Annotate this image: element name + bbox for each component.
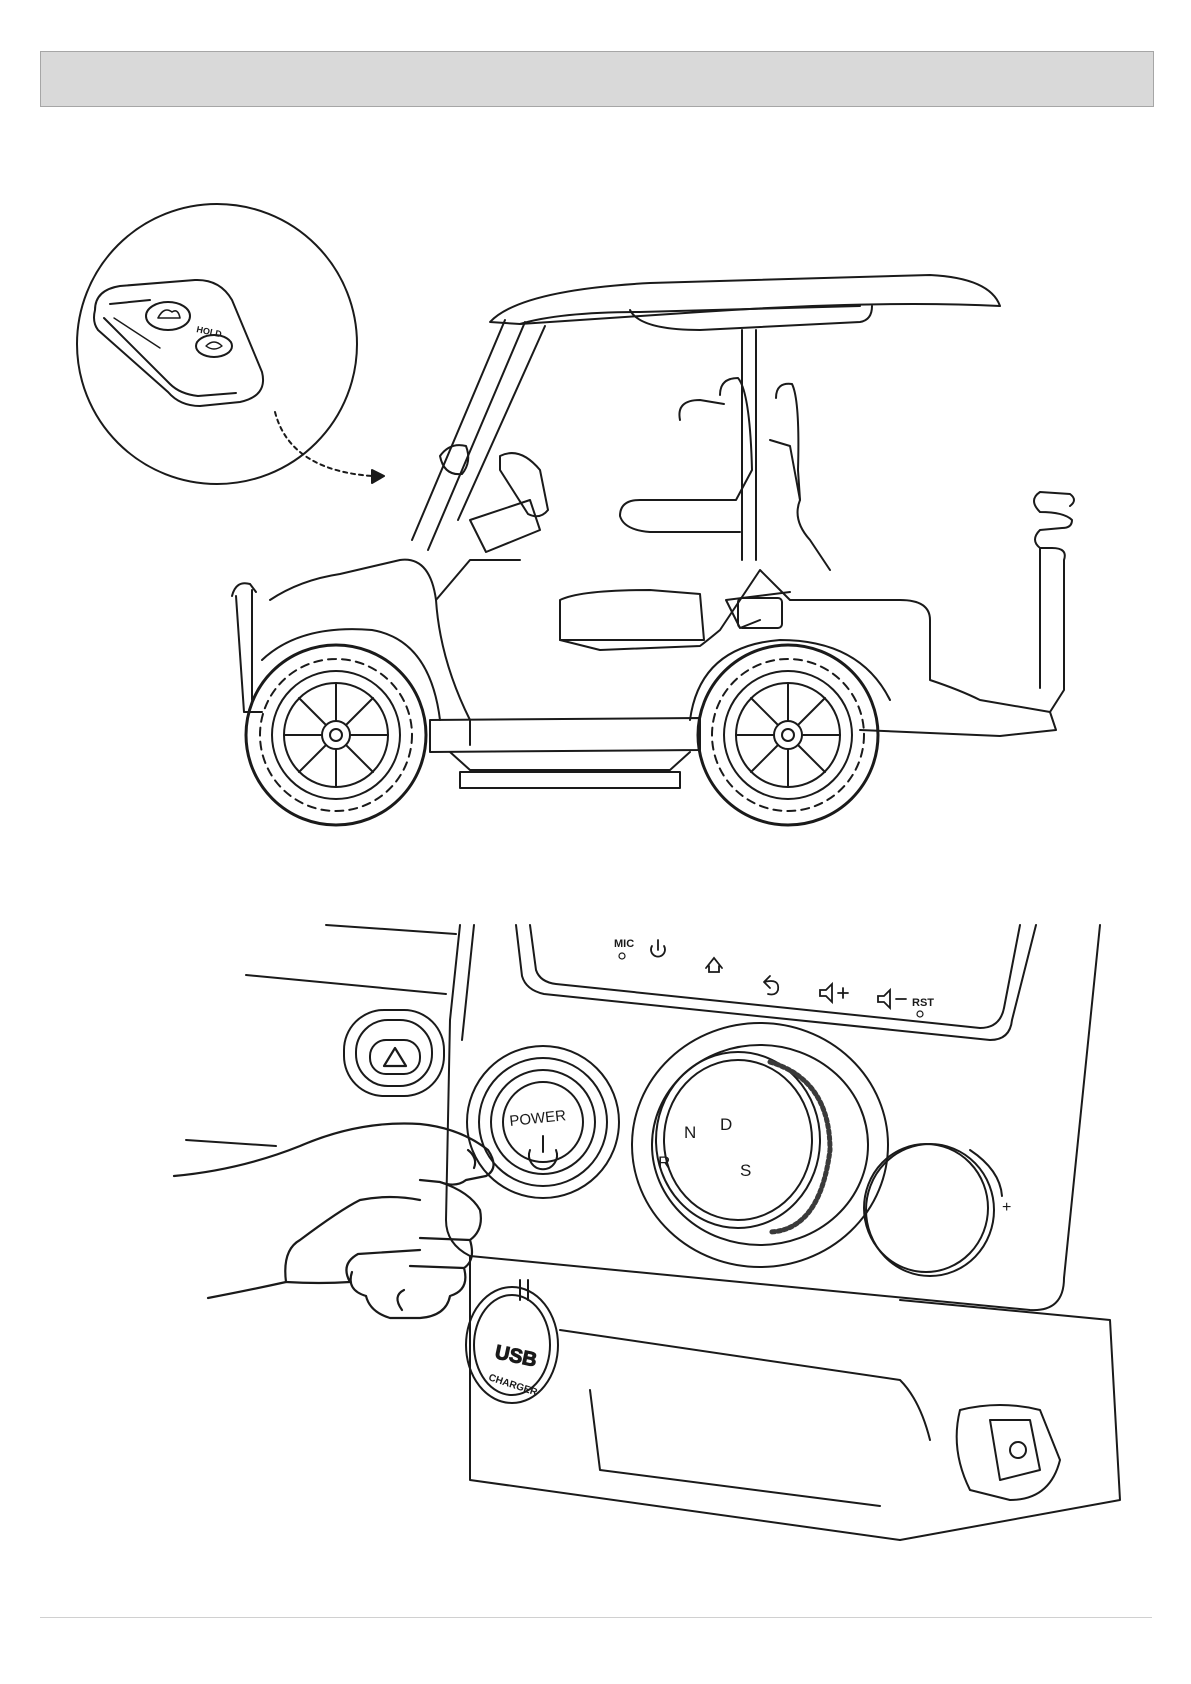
rst-key-label: RST	[912, 997, 934, 1009]
key-fob-callout: HOLD	[77, 204, 357, 484]
touch-back-icon[interactable]	[764, 976, 778, 995]
key-fob-illustration	[94, 280, 263, 406]
touch-volume-down-icon[interactable]	[878, 990, 906, 1008]
rst-indicator-icon	[917, 1011, 923, 1017]
gear-selector-knob[interactable]	[632, 1023, 888, 1267]
gear-label-s: S	[740, 1161, 751, 1180]
hazard-switch[interactable]	[344, 1010, 444, 1096]
volume-knob[interactable]	[864, 1144, 1002, 1276]
touch-power-icon[interactable]	[651, 940, 665, 957]
gear-label-n: N	[684, 1123, 696, 1142]
footer-rule	[40, 1617, 1152, 1618]
power-button-label: POWER	[509, 1107, 567, 1130]
golf-cart-illustration	[232, 275, 1074, 825]
dashboard-panel	[174, 925, 1120, 1540]
gear-label-r: R	[658, 1153, 670, 1172]
mic-key-label: MIC	[614, 938, 634, 950]
mic-indicator-icon	[619, 953, 625, 959]
touch-volume-up-icon[interactable]	[820, 984, 848, 1002]
callout-circle	[77, 204, 357, 484]
touch-home-icon[interactable]	[706, 958, 722, 972]
gear-label-d: D	[720, 1115, 732, 1134]
volume-plus-label: +	[1002, 1199, 1011, 1216]
callout-arrow-line	[275, 412, 372, 476]
hazard-triangle-icon	[384, 1048, 406, 1066]
fob-hold-label: HOLD	[196, 324, 224, 339]
callout-arrow-head	[372, 470, 384, 483]
usb-label: USB	[493, 1341, 539, 1371]
